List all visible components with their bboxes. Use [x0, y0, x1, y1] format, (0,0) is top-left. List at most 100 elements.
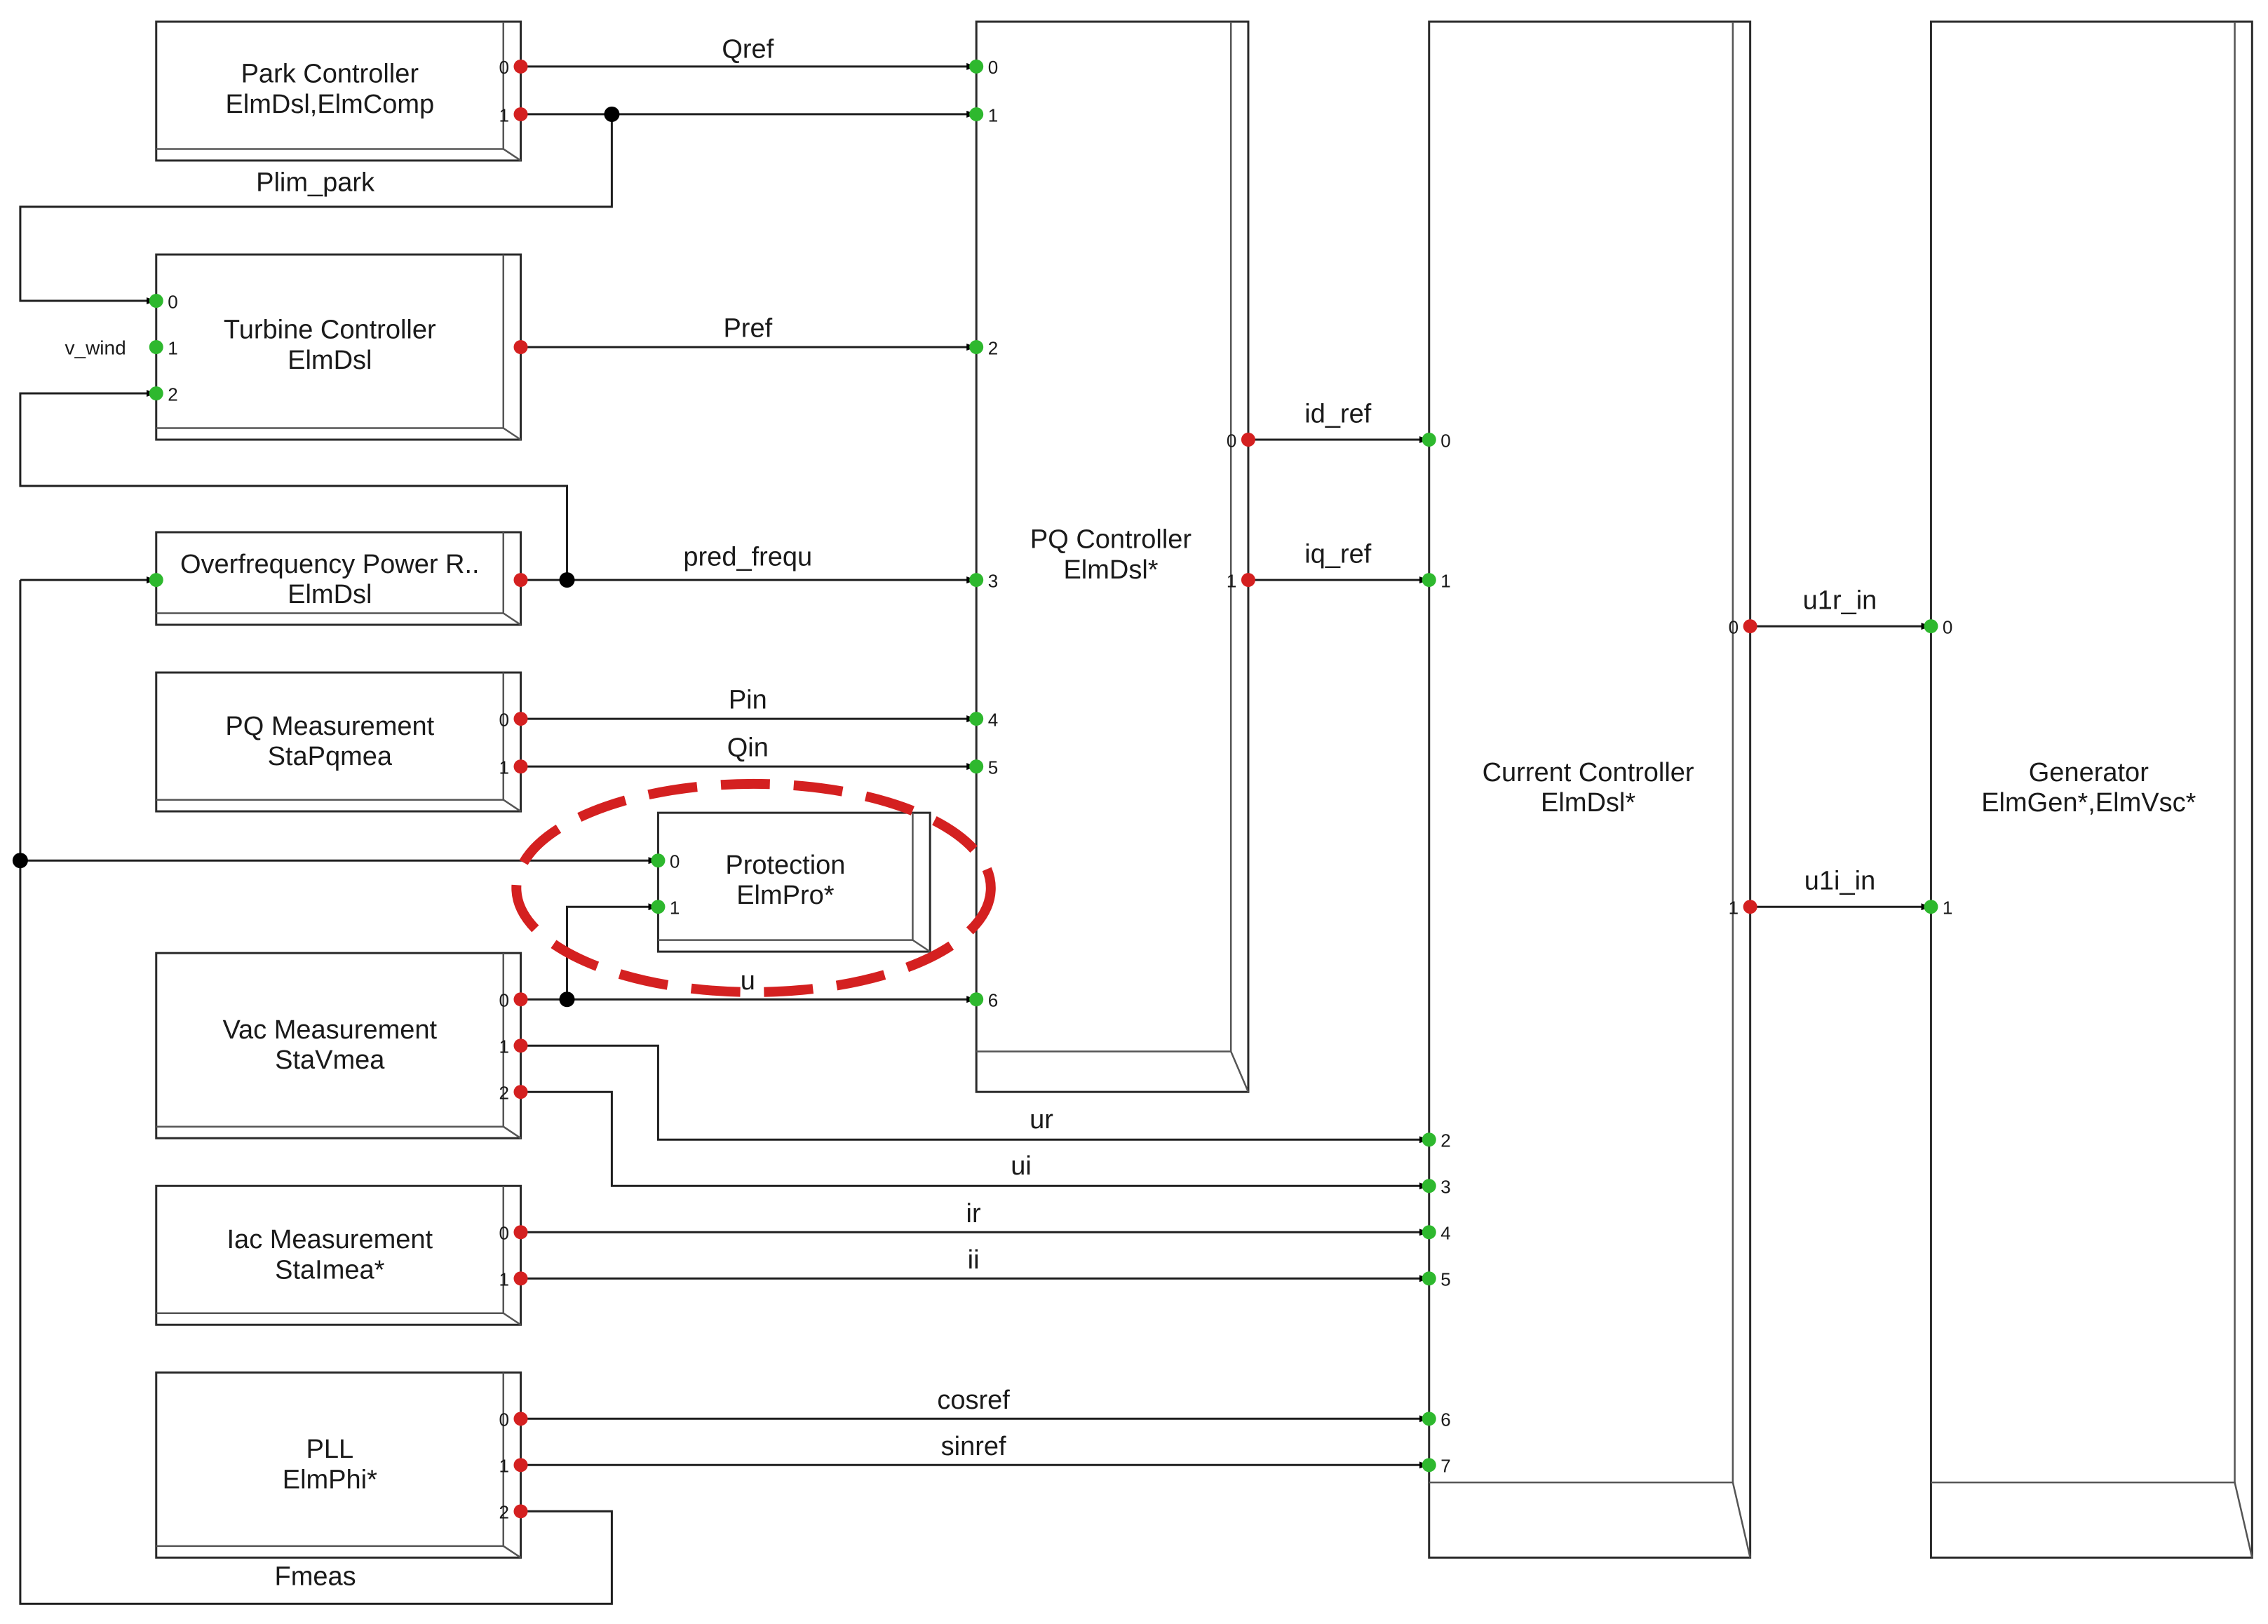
input-port[interactable] [1422, 1179, 1436, 1193]
output-port[interactable] [513, 1038, 528, 1053]
block-park[interactable] [155, 20, 522, 162]
block-pqctrl-title: PQ Controller [1030, 525, 1192, 555]
block-pqmeas-type: StaPqmea [268, 742, 393, 771]
input-port[interactable] [1422, 1458, 1436, 1473]
output-port[interactable] [513, 1271, 528, 1286]
block-turbine-type: ElmDsl [288, 346, 372, 375]
signal-label-pred-frequ: pred_frequ [683, 542, 812, 571]
port-number: 0 [988, 57, 998, 78]
output-port[interactable] [1241, 433, 1255, 447]
block-protection[interactable] [656, 811, 931, 953]
port-number: 0 [1227, 430, 1236, 451]
input-port[interactable] [1422, 433, 1436, 447]
input-port[interactable] [1422, 1412, 1436, 1426]
port-number: 1 [1729, 898, 1739, 919]
input-port[interactable] [969, 759, 984, 774]
input-port[interactable] [969, 59, 984, 74]
junction-dot [559, 572, 575, 588]
output-port[interactable] [513, 1458, 528, 1473]
signal-label-v-wind: v_wind [65, 337, 126, 358]
port-number: 0 [499, 57, 509, 78]
output-port[interactable] [513, 340, 528, 354]
output-port[interactable] [513, 573, 528, 588]
output-port[interactable] [513, 712, 528, 726]
block-pqctrl[interactable] [975, 20, 1250, 1093]
port-number: 4 [1440, 1223, 1450, 1244]
input-port[interactable] [1422, 1225, 1436, 1240]
input-port[interactable] [1422, 1271, 1436, 1286]
block-iacmeas-type: StaImea* [275, 1255, 385, 1285]
input-port[interactable] [651, 900, 666, 914]
port-number: 1 [1227, 570, 1236, 591]
input-port[interactable] [149, 340, 163, 354]
output-port[interactable] [513, 107, 528, 121]
input-port[interactable] [149, 573, 163, 588]
block-gen-type: ElmGen*,ElmVsc* [1981, 788, 2196, 818]
output-port[interactable] [513, 759, 528, 774]
output-port[interactable] [1743, 619, 1757, 634]
port-number: 1 [499, 1036, 509, 1057]
input-port[interactable] [969, 107, 984, 121]
block-pll[interactable] [155, 1371, 522, 1559]
block-vacmeas-type: StaVmea [275, 1046, 385, 1075]
signal-label-Qin: Qin [727, 733, 769, 763]
signal-label-id-ref: id_ref [1304, 399, 1371, 428]
block-turbine[interactable] [155, 253, 522, 441]
input-port[interactable] [651, 853, 666, 868]
output-port[interactable] [1241, 573, 1255, 588]
block-gen-title: Generator [2029, 758, 2149, 787]
signal-label-plim-park: Plim_park [256, 168, 375, 197]
input-port[interactable] [969, 712, 984, 726]
output-port[interactable] [513, 1225, 528, 1240]
block-vacmeas-title: Vac Measurement [223, 1015, 438, 1045]
wire-connector [19, 390, 568, 581]
port-number: 0 [499, 1223, 509, 1244]
block-pll-type: ElmPhi* [283, 1465, 377, 1494]
block-pqctrl-type: ElmDsl* [1063, 555, 1158, 585]
input-port[interactable] [969, 573, 984, 588]
signal-label-Pref: Pref [723, 314, 772, 344]
output-port[interactable] [513, 59, 528, 74]
output-port[interactable] [513, 1085, 528, 1099]
input-port[interactable] [1422, 573, 1436, 588]
output-port[interactable] [513, 992, 528, 1007]
input-port[interactable] [1924, 900, 1938, 914]
signal-label-ur: ur [1030, 1105, 1053, 1135]
output-port[interactable] [513, 1504, 528, 1519]
wire-ur [520, 1044, 1429, 1144]
block-overfreq[interactable] [155, 531, 522, 626]
signal-label-ii: ii [968, 1245, 980, 1275]
port-number: 1 [670, 898, 680, 919]
output-port[interactable] [513, 1412, 528, 1426]
block-pqmeas[interactable] [155, 671, 522, 813]
wire-connector [19, 580, 613, 1605]
block-protection-title: Protection [725, 851, 845, 880]
block-curctrl-type: ElmDsl* [1541, 788, 1635, 818]
port-number: 0 [1440, 430, 1450, 451]
input-port[interactable] [1422, 1132, 1436, 1147]
port-number: 4 [988, 709, 998, 730]
input-port[interactable] [149, 386, 163, 400]
signal-label-ui: ui [1011, 1151, 1032, 1181]
block-iacmeas[interactable] [155, 1184, 522, 1326]
block-iacmeas-title: Iac Measurement [227, 1225, 433, 1254]
input-port[interactable] [149, 294, 163, 308]
block-pll-title: PLL [306, 1435, 353, 1464]
block-vacmeas[interactable] [155, 952, 522, 1139]
block-curctrl[interactable] [1428, 20, 1752, 1559]
block-gen[interactable] [1929, 20, 2253, 1559]
highlight-ellipse [511, 778, 996, 997]
input-port[interactable] [969, 992, 984, 1007]
port-number: 1 [1943, 898, 1952, 919]
input-port[interactable] [1924, 619, 1938, 634]
input-port[interactable] [969, 340, 984, 354]
port-number: 0 [499, 709, 509, 730]
port-number: 0 [670, 851, 680, 872]
port-number: 0 [1729, 616, 1739, 637]
block-protection-type: ElmPro* [736, 881, 835, 910]
output-port[interactable] [1743, 900, 1757, 914]
junction-dot [604, 106, 620, 122]
junction-dot [559, 992, 575, 1008]
port-number: 1 [168, 337, 177, 358]
